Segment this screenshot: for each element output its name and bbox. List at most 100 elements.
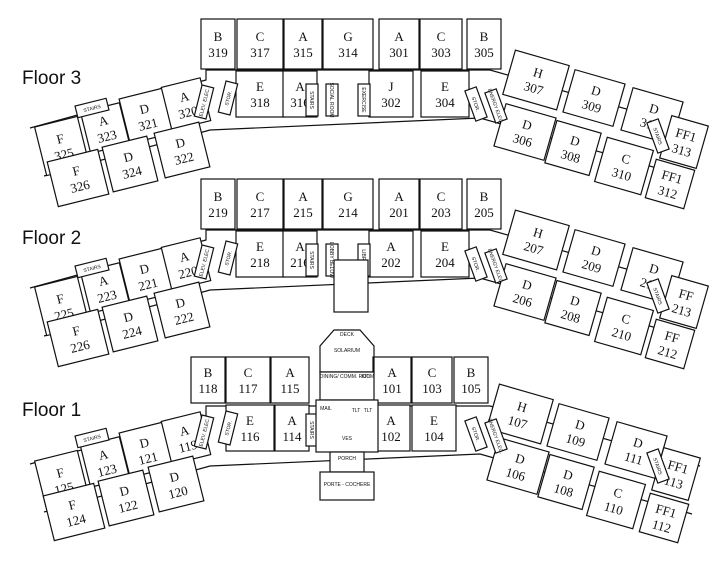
amenity-label: SOLARIUM	[334, 348, 360, 354]
service-room: STAIRS	[305, 243, 319, 277]
unit-number: 316	[290, 95, 310, 110]
amenity-label: DINING/ COMM. ROOM	[320, 374, 374, 380]
unit-type: FF1	[654, 501, 678, 521]
unit-number: 210	[610, 324, 633, 344]
unit-type: B	[480, 29, 489, 44]
unit-number: 110	[602, 498, 624, 518]
unit-number: 123	[96, 461, 119, 480]
unit-number: 315	[293, 45, 313, 60]
unit-type: D	[520, 116, 533, 133]
unit-type: H	[531, 224, 544, 241]
unit-type: D	[138, 260, 151, 277]
service-room: STAIRS	[646, 118, 670, 154]
unit-number: 101	[382, 381, 402, 396]
unit-type: C	[256, 189, 265, 204]
service-room: ELEV. ELEC.	[193, 414, 215, 450]
unit-number: 218	[250, 255, 270, 270]
unit-type: H	[531, 64, 544, 81]
unit-number: 124	[65, 510, 88, 529]
service-room: STOR.	[464, 416, 488, 452]
unit-number: 216	[290, 255, 310, 270]
unit-number: 213	[670, 300, 693, 320]
unit-type: B	[214, 29, 223, 44]
unit-number: 203	[431, 205, 451, 220]
unit-type: A	[394, 29, 404, 44]
service-room: ELEV. ELEC.	[193, 84, 215, 120]
unit-type: A	[386, 413, 396, 428]
unit-number: 312	[656, 182, 679, 202]
unit-number: 217	[250, 205, 270, 220]
unit-type: B	[204, 365, 213, 380]
unit-type: A	[285, 365, 295, 380]
unit-type: FF	[663, 328, 681, 346]
service-room: STAIRS	[74, 427, 110, 449]
service-room-label: STOR.	[224, 250, 233, 266]
service-room: SOCIAL ROOM	[325, 82, 339, 118]
unit-type: D	[647, 100, 660, 117]
service-room-label: STAIRS	[83, 104, 102, 114]
service-room: STOR.	[464, 86, 488, 122]
unit-number: 226	[69, 336, 92, 355]
unit-number: 207	[522, 238, 545, 258]
unit-type: H	[515, 398, 528, 415]
unit-number: 305	[474, 45, 494, 60]
floor-2-units: F225A223D221A220B219C217A215G214A201C203…	[29, 178, 710, 370]
unit-type: FF1	[666, 457, 690, 477]
unit-type: E	[430, 413, 438, 428]
unit-type: D	[118, 482, 131, 499]
unit-type: D	[513, 450, 526, 467]
unit-number: 121	[137, 449, 160, 468]
unit-type: D	[573, 416, 586, 433]
unit-number: 320	[177, 103, 200, 122]
unit-type: F	[55, 291, 66, 307]
floor-2-label: Floor 2	[22, 228, 82, 249]
unit-type: A	[387, 365, 397, 380]
floor-3-label: Floor 3	[22, 68, 82, 89]
service-room: EXERCISE	[357, 83, 371, 117]
service-room-label: STOR.	[470, 96, 481, 112]
unit-number: 322	[173, 149, 196, 168]
unit-number: 205	[474, 205, 494, 220]
unit-number: 116	[240, 429, 260, 444]
unit-number: 313	[670, 140, 693, 160]
unit-number: 104	[424, 429, 444, 444]
unit-type: D	[174, 294, 187, 311]
unit-type: A	[298, 29, 308, 44]
unit-type: F	[67, 497, 78, 513]
unit-number: 309	[580, 96, 603, 116]
unit-type: FF1	[674, 125, 698, 145]
unit-type: D	[647, 260, 660, 277]
unit-number: 324	[121, 162, 144, 181]
unit-type: D	[589, 242, 602, 259]
unit-type: C	[256, 29, 265, 44]
unit-type: D	[589, 82, 602, 99]
service-room-label: STAIRS	[651, 287, 663, 306]
unit-type: J	[388, 79, 393, 94]
unit-number: 111	[623, 448, 645, 468]
